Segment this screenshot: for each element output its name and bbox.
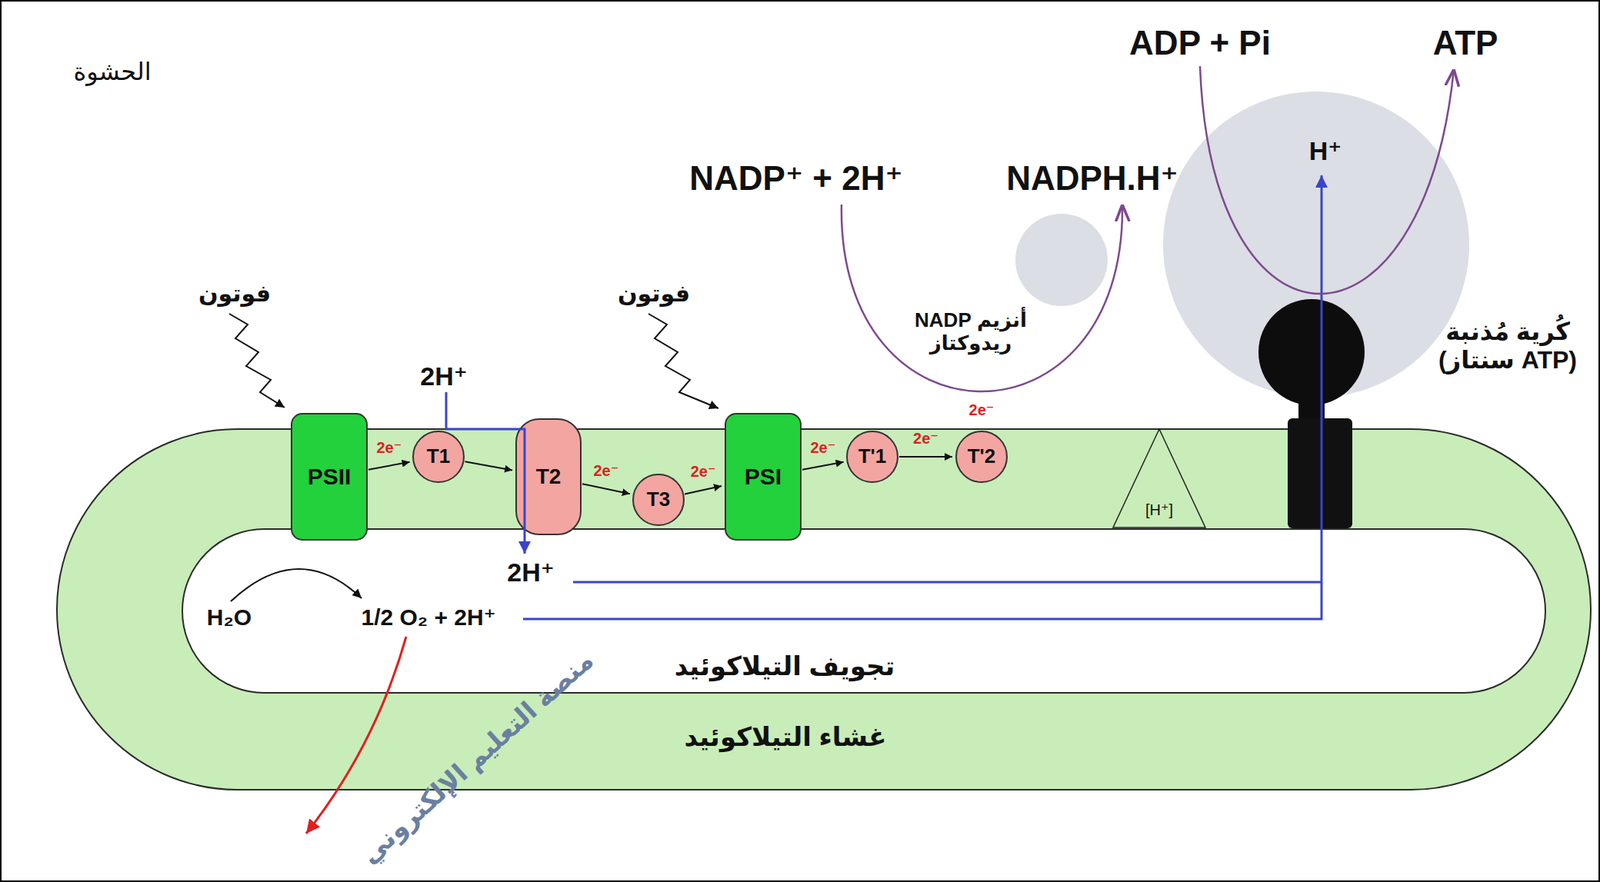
photon-label: فوتون <box>198 280 271 308</box>
carrier-box-outline <box>516 419 581 535</box>
photon-arrow <box>648 313 719 409</box>
atp-synthase: كُرية مُذنبة (ATP سنتاز) <box>1258 299 1365 529</box>
proton-label: H⁺ <box>1309 136 1343 167</box>
electron-transfer-arrow <box>684 486 722 495</box>
thylakoid-membrane-text: غشاء التيلاكوئيد <box>684 722 887 753</box>
carrier-circle: T1 <box>412 430 465 484</box>
carrier-circle: T'2 <box>955 430 1008 484</box>
electron-transfer-arrow <box>582 483 630 494</box>
nadp-reduction-curve <box>841 204 1123 392</box>
proton-gradient-triangle-text: [H⁺] <box>1145 501 1174 520</box>
proton-path <box>523 175 1322 620</box>
reaction-label: ATP <box>1433 23 1499 64</box>
atp-synthase-text: كُرية مُذنبة (ATP سنتاز) <box>1429 317 1587 375</box>
label-anchor: H₂O <box>206 604 252 632</box>
electron-label: 2e⁻ <box>376 438 402 457</box>
label-anchor: NADPH.H⁺ <box>1006 159 1179 199</box>
label-anchor: فوتون <box>198 280 271 308</box>
molecule-label: H₂O <box>206 604 252 632</box>
edge-label-anchor: 2e⁻ <box>913 430 939 448</box>
photon-arrow <box>229 313 285 408</box>
label-anchor: ATP <box>1433 23 1499 64</box>
label-anchor: 2H⁺ <box>420 361 467 392</box>
carrier-circle-outline <box>846 431 898 483</box>
thylakoid-membrane-outline <box>56 429 1591 790</box>
label-anchor: 2H⁺ <box>506 557 554 588</box>
atp-synthase-shape <box>1258 299 1365 529</box>
electron-transfer-arrow <box>368 462 410 470</box>
carrier-circle-text: T'1 <box>858 445 887 469</box>
label-anchor: ADP + Pi <box>1129 23 1271 64</box>
edge-label-anchor: 2e⁻ <box>690 463 717 481</box>
watermark-logo <box>1015 213 1108 307</box>
region-label: الحشوة <box>73 57 151 87</box>
carrier-circle-outline <box>413 431 464 483</box>
edge-label-anchor: 2e⁻ <box>593 461 619 480</box>
synthase-stalk <box>1287 418 1353 529</box>
reaction-label: NADP⁺ + 2H⁺ <box>689 159 904 199</box>
proton-label: 2H⁺ <box>420 361 467 392</box>
synthase-head <box>1258 299 1365 406</box>
oxygen-release-arrow <box>306 636 407 834</box>
thylakoid-lumen-text: تجويف التيلاكوئيد <box>674 651 896 682</box>
photosystem-box: PSII <box>290 413 368 541</box>
carrier-circle-outline <box>633 474 684 526</box>
electron-label: 2e⁻ <box>810 438 836 457</box>
electron-transfer-arrow <box>899 456 953 458</box>
photosystem-box-text: PSI <box>744 463 782 491</box>
carrier-box-text: T2 <box>536 464 562 490</box>
electron-label: 2e⁻ <box>913 430 939 448</box>
thylakoid-lumen-outline <box>182 529 1546 694</box>
photon-label: فوتون <box>617 280 690 308</box>
label-anchor: 2e⁻ <box>969 401 995 420</box>
carrier-circle: T'1 <box>846 430 899 484</box>
proton-gradient-triangle-outline <box>1113 429 1206 528</box>
carrier-box: T2 <box>515 418 582 536</box>
reaction-label: ADP + Pi <box>1129 23 1271 64</box>
electron-transfer-arrow <box>802 462 844 470</box>
photosystem-box-outline <box>291 413 367 540</box>
edge-label-anchor: 2e⁻ <box>810 438 836 457</box>
carrier-circle: T3 <box>632 473 685 527</box>
edge-label-anchor: 2e⁻ <box>376 438 402 457</box>
label-anchor: أنزيم NADP ريدوكتاز <box>903 309 1039 356</box>
reaction-label: NADPH.H⁺ <box>1006 159 1179 199</box>
proton-path <box>573 581 1322 584</box>
label-anchor: NADP⁺ + 2H⁺ <box>689 159 904 199</box>
photosystem-box: PSI <box>724 413 802 541</box>
reaction-label: 1/2 O₂ + 2H⁺ <box>360 604 496 632</box>
carrier-circle-outline <box>956 431 1007 483</box>
electron-label: 2e⁻ <box>690 463 717 481</box>
label-anchor: فوتون <box>617 280 690 308</box>
proton-path <box>446 392 525 554</box>
electron-label: 2e⁻ <box>969 401 995 420</box>
label-anchor: الحشوة <box>73 57 151 87</box>
electron-transfer-arrow <box>464 461 513 470</box>
carrier-circle-text: T'2 <box>967 445 997 469</box>
carrier-circle-text: T1 <box>426 445 450 469</box>
proton-label: 2H⁺ <box>506 557 554 588</box>
photosystem-box-text: PSII <box>307 463 352 491</box>
enzyme-label: أنزيم NADP ريدوكتاز <box>903 309 1039 356</box>
thylakoid-membrane: غشاء التيلاكوئيدتجويف التيلاكوئيدPSIIT1T… <box>56 428 1592 791</box>
label-anchor: H⁺ <box>1309 136 1343 167</box>
carrier-circle-text: T3 <box>646 488 670 512</box>
proton-gradient-triangle: [H⁺] <box>1112 428 1207 529</box>
atp-synthesis-curve <box>1200 66 1454 294</box>
label-anchor: 1/2 O₂ + 2H⁺ <box>360 604 496 632</box>
water-split-arrow <box>230 569 362 602</box>
electron-label: 2e⁻ <box>593 461 619 480</box>
photosystem-box-outline <box>725 413 801 540</box>
